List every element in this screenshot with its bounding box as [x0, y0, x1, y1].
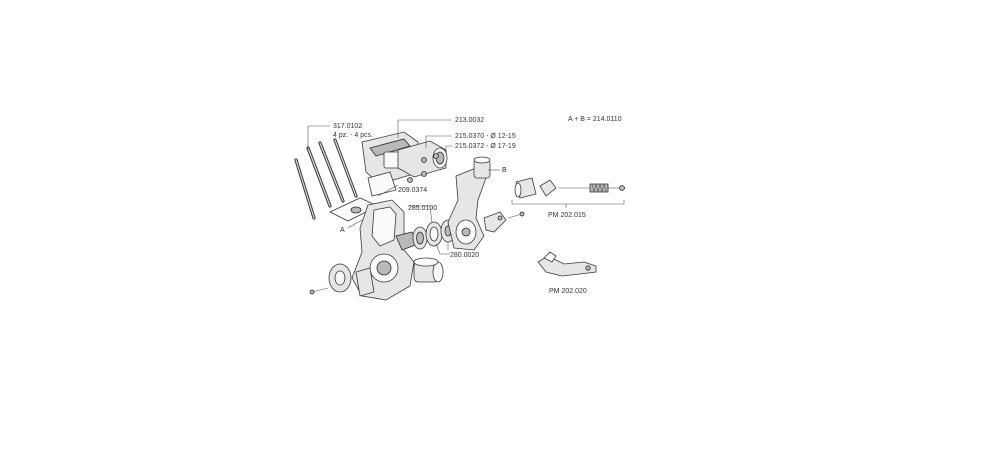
throttle-lever	[537, 251, 597, 277]
label-seal: 280.0020	[450, 252, 479, 259]
label-bearing: 285.0100	[408, 205, 437, 212]
label-marker-a: A	[340, 227, 345, 234]
part-labels: 317.0102 4 pz. - 4 pcs. 213.0032 215.037…	[333, 116, 622, 295]
cable-kit	[514, 177, 625, 199]
label-rods-qty: 4 pz. - 4 pcs.	[333, 132, 373, 139]
label-sleeve-large: 215.0372 - Ø 17-19	[455, 143, 516, 150]
lower-cylinder	[413, 257, 444, 283]
gasket-plate	[329, 197, 379, 222]
screw-right	[507, 211, 525, 219]
housing-half-b	[447, 156, 491, 251]
label-lever: PM 202.020	[549, 288, 587, 295]
flange-washer	[328, 263, 375, 297]
small-arm	[483, 211, 507, 233]
label-rods-part: 317.0102	[333, 123, 362, 130]
label-marker-b: B	[502, 167, 507, 174]
leader-lines	[307, 119, 625, 255]
screw-left	[309, 287, 329, 295]
tie-rods	[294, 138, 358, 220]
label-manifold: 213.0032	[455, 117, 484, 124]
small-screws	[407, 153, 439, 183]
label-sleeve-small: 215.0370 - Ø 12-15	[455, 133, 516, 140]
label-cable-kit: PM 202.015	[548, 212, 586, 219]
label-gasket: 209.0374	[398, 187, 427, 194]
label-formula: A + B = 214.0110	[568, 116, 622, 123]
